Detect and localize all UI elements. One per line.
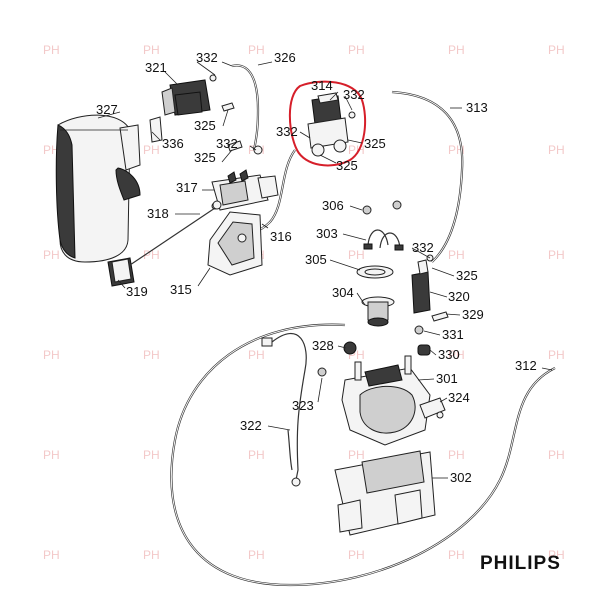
tube-326	[231, 64, 260, 151]
clip-329	[431, 311, 449, 322]
pump-317	[211, 169, 279, 211]
watermark-mark: PH	[43, 143, 60, 157]
watermark-mark: PH	[548, 143, 565, 157]
solenoid-valve-314	[307, 92, 356, 157]
watermark-mark: PH	[143, 548, 160, 562]
screw-323	[317, 367, 327, 377]
label-332-c: 332	[343, 87, 365, 102]
watermark-mark: PH	[548, 248, 565, 262]
label-320: 320	[448, 289, 470, 304]
seal-330	[417, 344, 431, 356]
watermark-mark: PH	[448, 348, 465, 362]
label-329: 329	[462, 307, 484, 322]
watermark-mark: PH	[348, 448, 365, 462]
label-314: 314	[311, 78, 333, 93]
label-313: 313	[466, 100, 488, 115]
watermark-mark: PH	[248, 448, 265, 462]
watermark-mark: PH	[448, 248, 465, 262]
tube-312	[170, 323, 556, 587]
valve-304	[361, 296, 395, 327]
label-325-d: 325	[336, 158, 358, 173]
label-325-c: 325	[364, 136, 386, 151]
watermark-mark: PH	[548, 348, 565, 362]
watermark-mark: PH	[248, 348, 265, 362]
housing-302	[334, 450, 436, 536]
philips-logo: PHILIPS	[480, 553, 561, 574]
label-304: 304	[332, 285, 354, 300]
watermark-mark: PH	[548, 43, 565, 57]
watermark-mark: PH	[143, 348, 160, 362]
label-323: 323	[292, 398, 314, 413]
switch-321	[149, 74, 217, 143]
label-315: 315	[170, 282, 192, 297]
oring-331	[414, 325, 424, 335]
label-330: 330	[438, 347, 460, 362]
label-325-e: 325	[456, 268, 478, 283]
watermark-mark: PH	[143, 248, 160, 262]
watermark-mark: PH	[43, 448, 60, 462]
watermark-mark: PH	[548, 548, 565, 562]
label-324: 324	[448, 390, 470, 405]
watermark-mark: PH	[448, 448, 465, 462]
label-301: 301	[436, 371, 458, 386]
watermark-mark: PH	[548, 448, 565, 462]
watermark-mark: PH	[448, 548, 465, 562]
watermark-mark: PH	[143, 448, 160, 462]
label-322: 322	[240, 418, 262, 433]
label-325-b: 325	[194, 150, 216, 165]
watermark-mark: PH	[43, 348, 60, 362]
watermark-mark: PH	[248, 548, 265, 562]
watermark-mark: PH	[143, 143, 160, 157]
label-332-a: 332	[196, 50, 218, 65]
connector-320	[411, 254, 434, 314]
watermark-mark: PH	[43, 548, 60, 562]
label-327: 327	[96, 102, 118, 117]
fitting-328	[343, 341, 357, 355]
watermark-mark: PH	[43, 43, 60, 57]
watermark-mark: PH	[348, 548, 365, 562]
bracket-324	[419, 397, 446, 419]
watermark-mark: PH	[348, 248, 365, 262]
label-305: 305	[305, 252, 327, 267]
label-319: 319	[126, 284, 148, 299]
tube-313	[391, 90, 464, 263]
label-328: 328	[312, 338, 334, 353]
label-326: 326	[274, 50, 296, 65]
label-331: 331	[442, 327, 464, 342]
callout-labels: 332 326 321 327 325 336 332 325 317 318 …	[96, 50, 537, 485]
gasket-305	[356, 265, 394, 279]
boiler-301	[341, 355, 431, 446]
watermark-mark: PH	[43, 248, 60, 262]
label-332-e: 332	[412, 240, 434, 255]
label-302: 302	[450, 470, 472, 485]
thermostat-303	[363, 229, 404, 251]
label-317: 317	[176, 180, 198, 195]
label-306: 306	[322, 198, 344, 213]
leader-lines	[97, 61, 553, 479]
label-303: 303	[316, 226, 338, 241]
label-318: 318	[147, 206, 169, 221]
screws-306	[362, 200, 402, 215]
watermark-mark: PH	[143, 43, 160, 57]
pump-holder-315	[207, 211, 263, 276]
watermark-mark: PH	[348, 43, 365, 57]
label-332-b: 332	[216, 136, 238, 151]
watermark-mark: PH	[448, 43, 465, 57]
label-325-a: 325	[194, 118, 216, 133]
fittings-left	[221, 102, 263, 155]
water-tank-327	[55, 114, 141, 263]
watermark-mark: PH	[248, 43, 265, 57]
highlight-circle-314	[288, 80, 367, 167]
label-316: 316	[270, 229, 292, 244]
label-336: 336	[162, 136, 184, 151]
label-321: 321	[145, 60, 167, 75]
wiring-322	[261, 333, 307, 487]
label-312: 312	[515, 358, 537, 373]
label-332-d: 332	[276, 124, 298, 139]
